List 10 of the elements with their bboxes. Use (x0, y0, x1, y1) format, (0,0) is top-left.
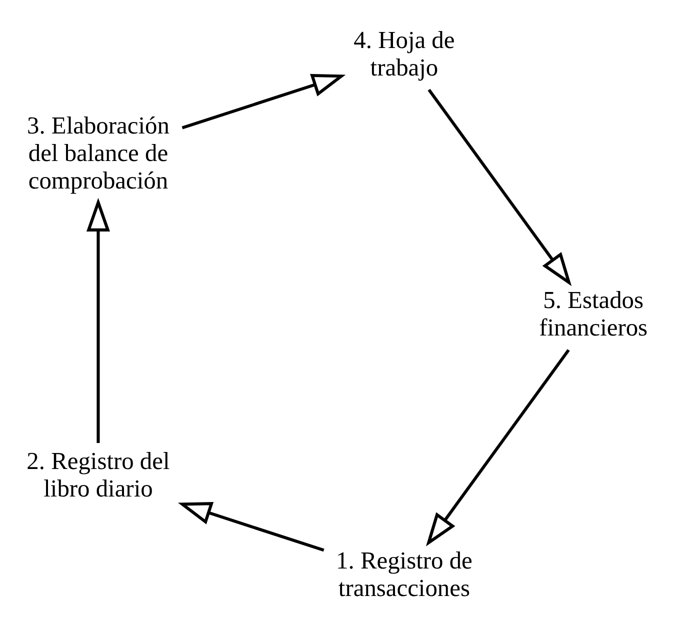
node-text: 3. Elaboración del balance de comprobación (27, 112, 170, 194)
arrow (182, 74, 346, 130)
node-text: 1. Registro de transacciones (336, 547, 472, 602)
arrow (428, 88, 572, 286)
arrow (426, 349, 570, 546)
node-text: 5. Estados financieros (539, 287, 648, 342)
node-text: 4. Hoja de trabajo (354, 26, 455, 82)
arrow (86, 198, 110, 444)
arrow (178, 502, 324, 552)
node-text: 2. Registro del libro diario (26, 448, 170, 502)
